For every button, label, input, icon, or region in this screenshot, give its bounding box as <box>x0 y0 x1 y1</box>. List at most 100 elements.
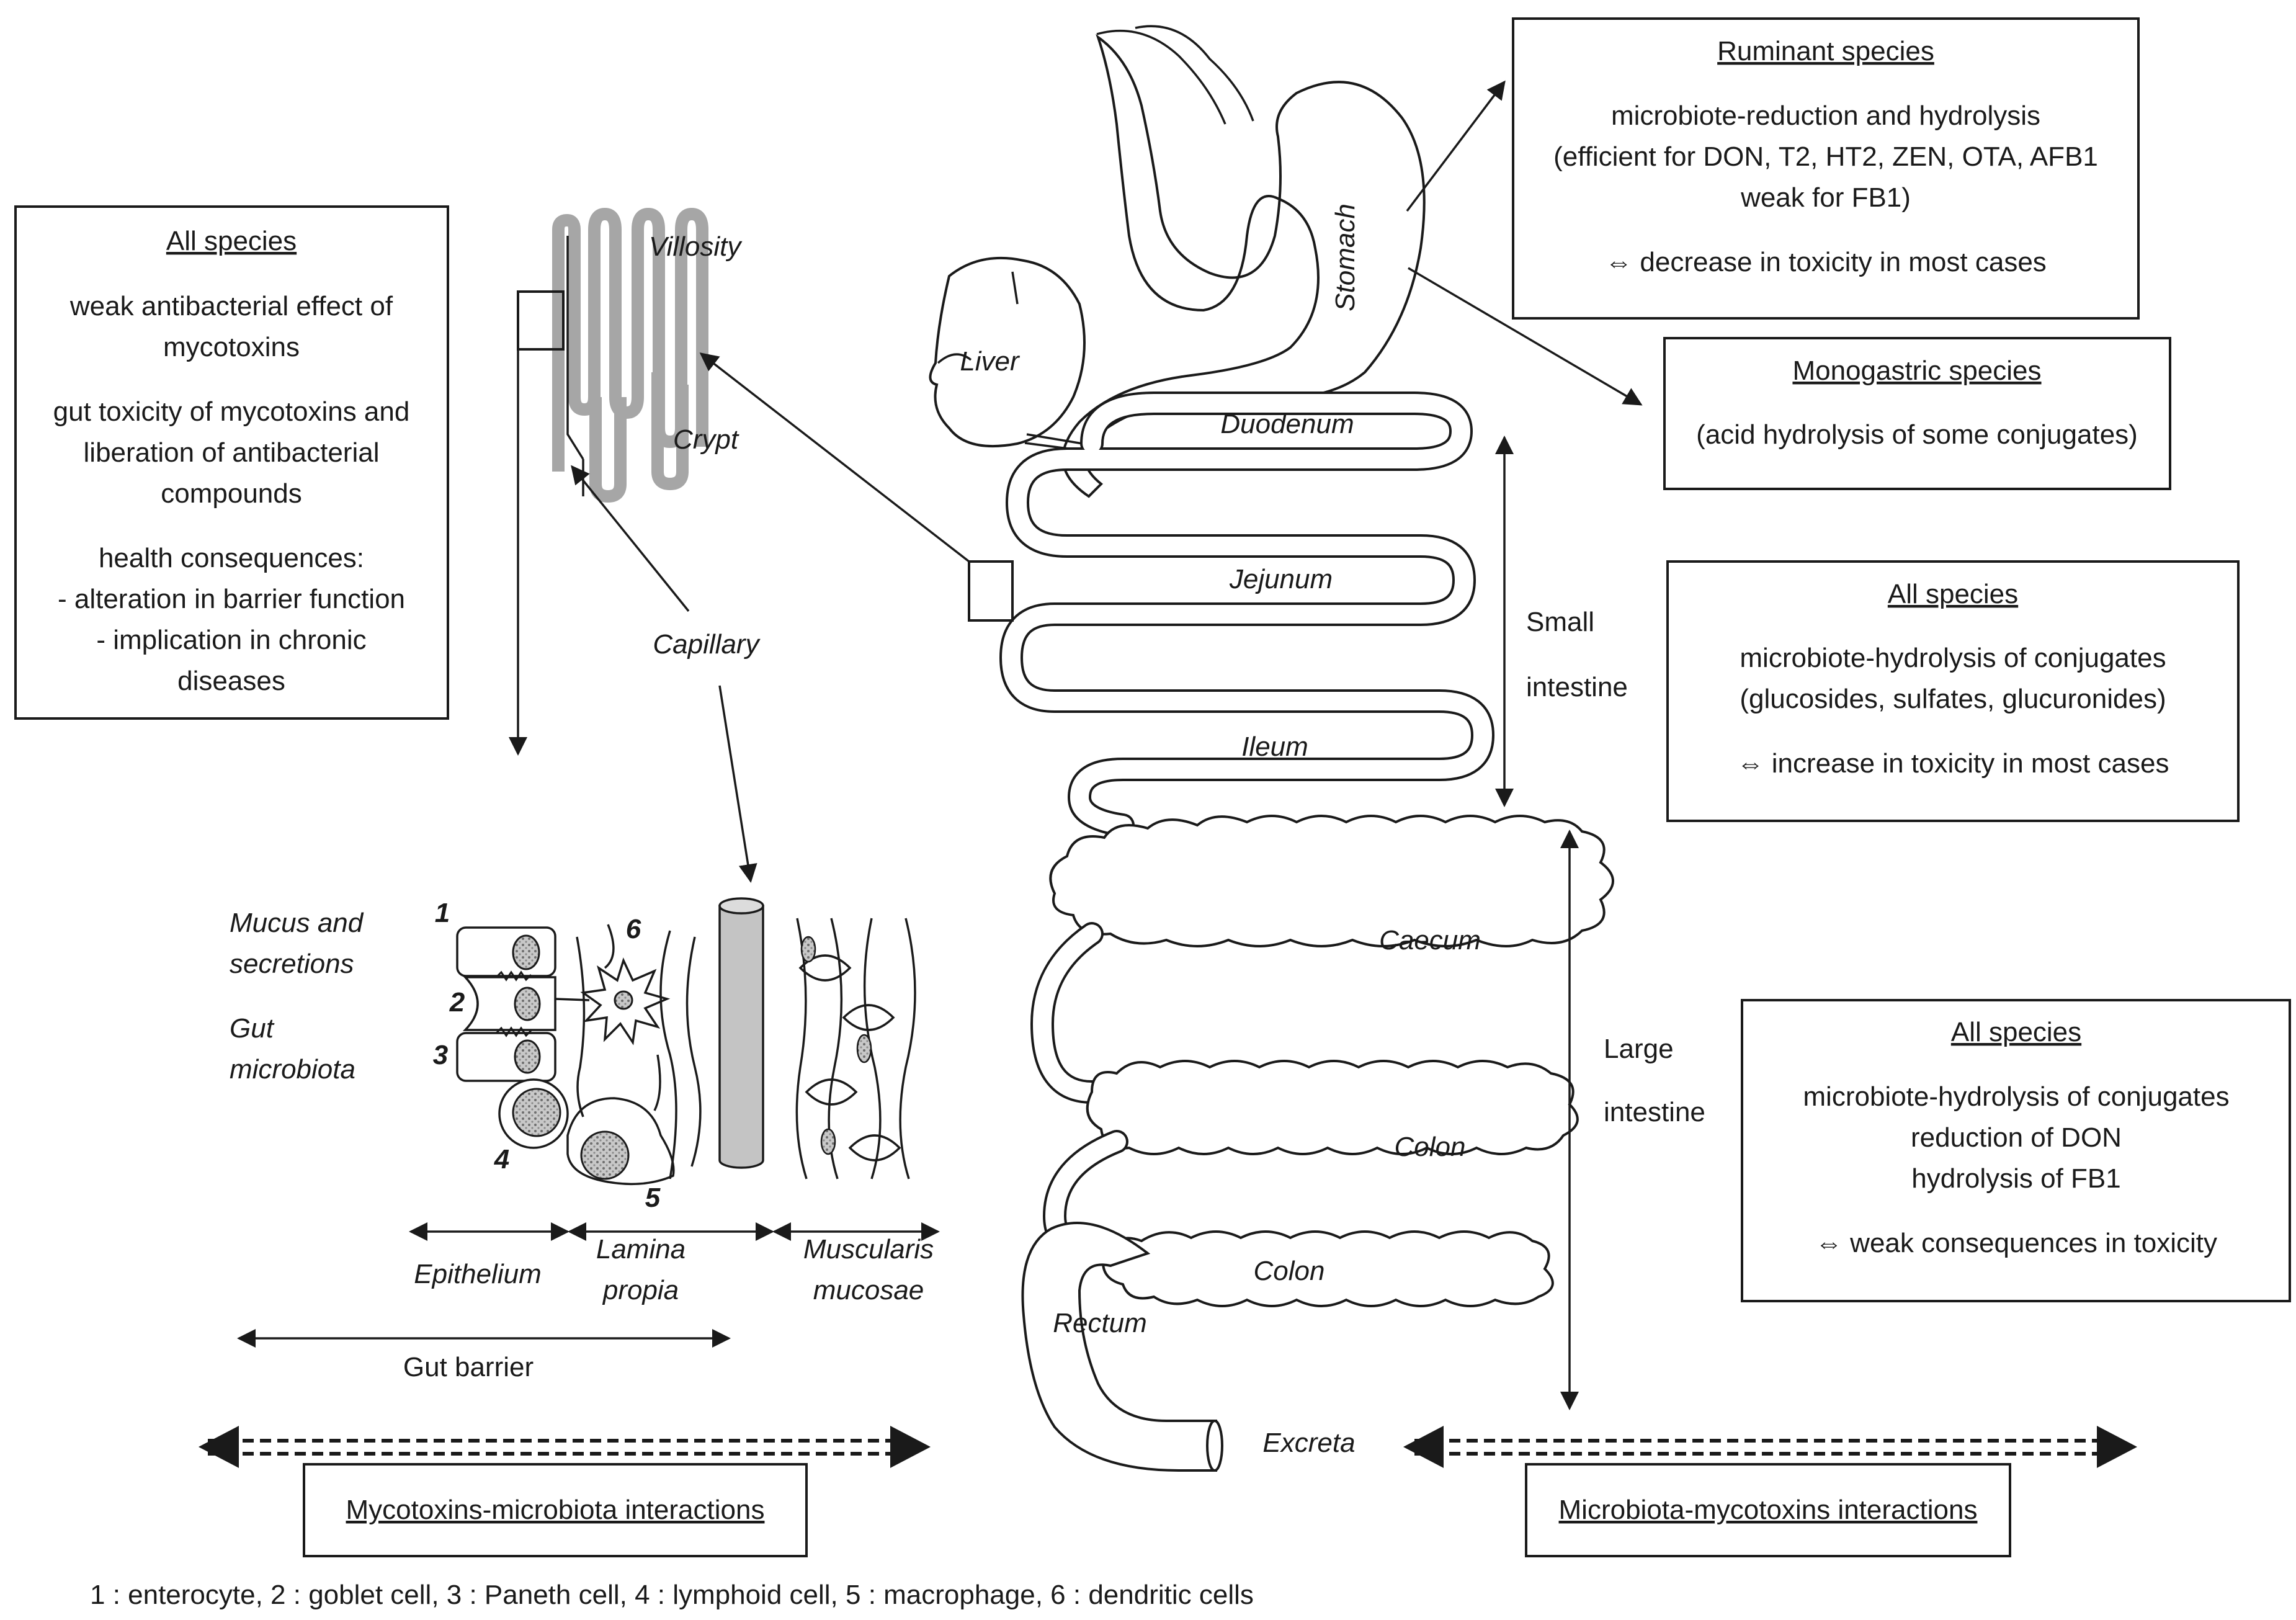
caecum-shape <box>1049 815 1614 947</box>
duodenum-label: Duodenum <box>1220 409 1354 439</box>
muscle-nucleus-2 <box>856 1034 872 1063</box>
digestive-tract <box>929 25 1614 1472</box>
gut-wall-tissue <box>456 897 916 1186</box>
stomach-label: Stomach <box>1330 204 1360 311</box>
colon-2-label: Colon <box>1254 1256 1325 1286</box>
lamina-label-line-1: Lamina <box>596 1234 686 1264</box>
microbiota-mycotoxins-box: Microbiota-mycotoxins interactions <box>1525 1463 2011 1557</box>
crypt-shape <box>589 372 689 503</box>
cell-legend: 1 : enterocyte, 2 : goblet cell, 3 : Pan… <box>90 1580 1254 1610</box>
muscle-nucleus-1 <box>800 936 816 963</box>
left-box-line-6: health consequences: <box>99 543 364 573</box>
ruminant-box-line-1: microbiote-reduction and hydrolysis <box>1611 101 2040 131</box>
monogastric-species-box: Monogastric species (acid hydrolysis of … <box>1663 337 2171 490</box>
muscularis-label-line-2: mucosae <box>813 1275 924 1305</box>
macrophage-nucleus <box>580 1130 630 1180</box>
lamina-label-line-2: propia <box>602 1275 679 1305</box>
left-box-line-4: liberation of antibacterial <box>84 437 380 468</box>
left-box-line-2: mycotoxins <box>163 332 300 362</box>
colon-1-label: Colon <box>1395 1132 1466 1162</box>
mucus-label-line-1: Mucus and <box>230 908 364 938</box>
mucus-label-line-2: secretions <box>230 949 354 979</box>
cell-number-6: 6 <box>626 914 641 944</box>
caecum-label: Caecum <box>1379 925 1481 955</box>
lymphoid-nucleus <box>512 1088 561 1137</box>
small-box-line-1: microbiote-hydrolysis of conjugates <box>1740 643 2166 673</box>
stomach-shape <box>1061 34 1426 498</box>
microbiota-label-line-2: microbiota <box>230 1054 355 1085</box>
muscle-nucleus-3 <box>820 1128 836 1155</box>
enterocyte-cell <box>456 926 556 977</box>
jejunum-label: Jejunum <box>1229 564 1333 594</box>
microbiota-label-line-1: Gut <box>230 1013 275 1044</box>
enterocyte-nucleus <box>512 934 540 970</box>
left-box-line-9: diseases <box>177 666 285 696</box>
ruminant-box-line-4: ⇔ decrease in toxicity in most cases <box>1605 247 2047 277</box>
cell-number-2: 2 <box>449 987 465 1018</box>
crypt-label: Crypt <box>673 424 739 455</box>
left-box-line-3: gut toxicity of mycotoxins and <box>53 396 410 427</box>
large-box-line-3: hydrolysis of FB1 <box>1911 1163 2120 1194</box>
mycotoxins-microbiota-title: Mycotoxins-microbiota interactions <box>346 1495 765 1525</box>
anus-opening <box>1206 1420 1223 1472</box>
small-box-line-3: ⇔ increase in toxicity in most cases <box>1737 748 2169 779</box>
ruminant-box-line-3: weak for FB1) <box>1740 182 1911 213</box>
paneth-nucleus <box>514 1039 541 1074</box>
jejunum-zoom-arrow <box>699 352 970 563</box>
dendritic-nucleus <box>614 990 633 1010</box>
excreta-label: Excreta <box>1262 1428 1355 1458</box>
large-intestine-species-box: All species microbiote-hydrolysis of con… <box>1741 999 2291 1302</box>
large-box-title: All species <box>1951 1017 2081 1047</box>
mycotoxins-microbiota-arrow <box>199 1426 931 1468</box>
villus-crypt-structure <box>517 208 708 503</box>
large-intestine-label-line-1: Large <box>1604 1034 1674 1064</box>
capillary-up-arrow <box>571 465 690 612</box>
rectum-label: Rectum <box>1053 1308 1147 1338</box>
capillary-cylinder <box>718 905 764 1169</box>
left-box-line-5: compounds <box>161 478 302 509</box>
monogastric-box-title: Monogastric species <box>1792 356 2041 386</box>
ruminant-box-title: Ruminant species <box>1717 36 1934 66</box>
ruminant-box-line-2: (efficient for DON, T2, HT2, ZEN, OTA, A… <box>1553 141 2098 172</box>
jejunum-zoom-square <box>968 560 1014 622</box>
microbiota-mycotoxins-title: Microbiota-mycotoxins interactions <box>1559 1495 1978 1525</box>
ileum-label: Ileum <box>1241 732 1308 762</box>
cell-number-5: 5 <box>645 1183 661 1213</box>
small-box-line-2: (glucosides, sulfates, glucuronides) <box>1740 684 2166 714</box>
left-all-species-box: All species weak antibacterial effect of… <box>14 205 449 720</box>
epithelium-label: Epithelium <box>414 1259 541 1289</box>
capillary-down-arrow <box>718 685 757 883</box>
left-box-line-8: - implication in chronic <box>96 625 366 655</box>
small-intestine-label-line-2: intestine <box>1526 672 1628 702</box>
large-box-line-4: ⇔ weak consequences in toxicity <box>1815 1228 2217 1258</box>
left-box-line-7: - alteration in barrier function <box>58 584 405 614</box>
large-box-line-1: microbiote-hydrolysis of conjugates <box>1803 1081 2229 1112</box>
cell-number-3: 3 <box>433 1040 448 1070</box>
monogastric-box-line-1: (acid hydrolysis of some conjugates) <box>1696 419 2138 450</box>
goblet-nucleus <box>514 987 541 1021</box>
cell-number-4: 4 <box>494 1144 509 1175</box>
colon-2-shape <box>1102 1230 1554 1307</box>
large-box-line-2: reduction of DON <box>1911 1122 2122 1153</box>
gut-barrier-label: Gut barrier <box>403 1352 534 1382</box>
mycotoxins-microbiota-box: Mycotoxins-microbiota interactions <box>303 1463 808 1557</box>
stomach-to-ruminant-arrow <box>1406 80 1506 212</box>
small-box-title: All species <box>1888 579 2018 609</box>
large-intestine-label-line-2: intestine <box>1604 1097 1705 1127</box>
microbiota-mycotoxins-arrow <box>1403 1426 2137 1468</box>
small-intestine-species-box: All species microbiote-hydrolysis of con… <box>1666 560 2240 822</box>
left-box-title: All species <box>166 226 297 256</box>
small-intestine-label-line-1: Small <box>1526 607 1594 637</box>
liver-shape <box>929 256 1086 448</box>
villus-zoom-square <box>517 290 565 351</box>
goblet-cell <box>462 976 556 1031</box>
left-box-line-1: weak antibacterial effect of <box>69 291 393 321</box>
stomach-to-monogastric-arrow <box>1408 267 1643 406</box>
cell-number-1: 1 <box>435 898 450 928</box>
villosity-label: Villosity <box>649 231 743 262</box>
ruminant-species-box: Ruminant species microbiote-reduction an… <box>1512 17 2140 320</box>
colon-1-shape <box>1086 1060 1579 1155</box>
liver-label: Liver <box>960 346 1021 377</box>
rectum-shape <box>1021 1222 1217 1472</box>
